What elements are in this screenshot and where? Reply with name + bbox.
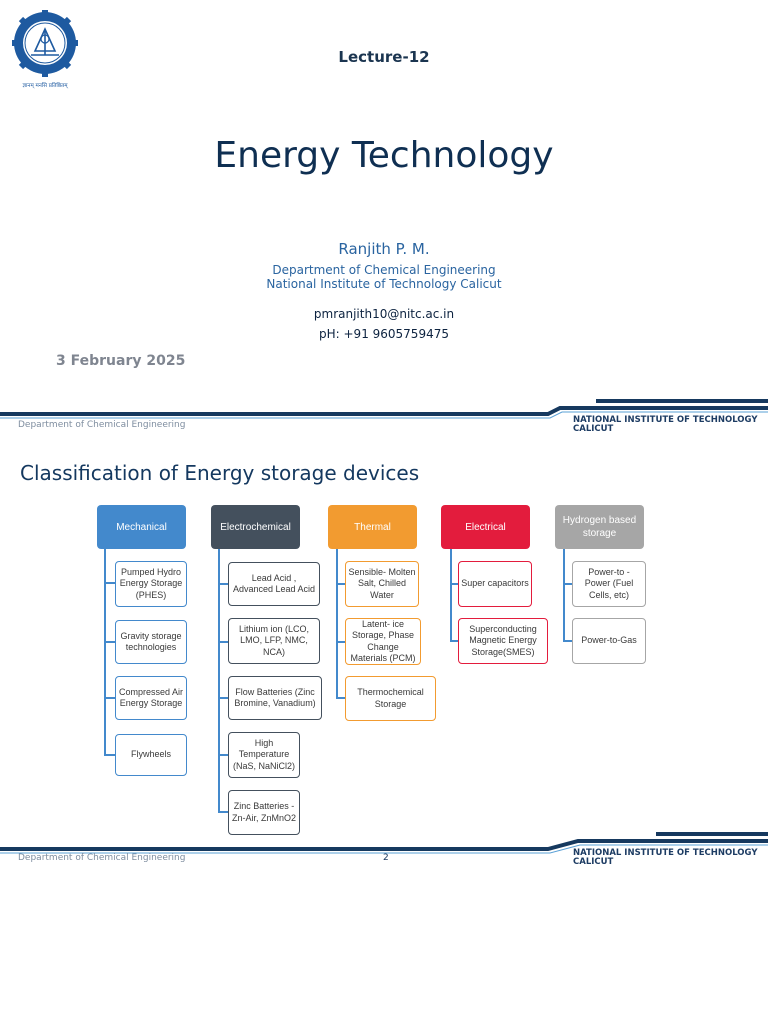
item-compressed-air: Compressed Air Energy Storage xyxy=(115,676,187,720)
lecture-number: Lecture-12 xyxy=(338,48,430,66)
course-title: Energy Technology xyxy=(214,135,554,176)
item-latent-storage: Latent- ice Storage, Phase Change Materi… xyxy=(345,618,421,665)
connector-line xyxy=(218,754,228,756)
category-hydrogen: Hydrogen based storage xyxy=(555,505,644,549)
footer-department: Department of Chemical Engineering xyxy=(18,853,186,863)
footer-swoosh-icon xyxy=(0,832,768,854)
slide-title: Classification of Energy storage devices xyxy=(20,461,420,485)
connector-line xyxy=(104,754,115,756)
item-phes: Pumped Hydro Energy Storage (PHES) xyxy=(115,561,187,607)
item-high-temperature: High Temperature (NaS, NaNiCl2) xyxy=(228,732,300,778)
item-sensible-storage: Sensible- Molten Salt, Chilled Water xyxy=(345,561,419,607)
connector-line xyxy=(218,583,228,585)
item-power-to-gas: Power-to-Gas xyxy=(572,618,646,664)
connector-line xyxy=(218,641,228,643)
item-flywheels: Flywheels xyxy=(115,734,187,776)
author-name: Ranjith P. M. xyxy=(338,240,430,258)
item-lead-acid: Lead Acid , Advanced Lead Acid xyxy=(228,562,320,606)
category-electrical: Electrical xyxy=(441,505,530,549)
author-institute: National Institute of Technology Calicut xyxy=(266,277,502,291)
footer-institute-line1: NATIONAL INSTITUTE OF TECHNOLOGY xyxy=(573,848,758,858)
item-super-capacitors: Super capacitors xyxy=(458,561,532,607)
svg-text:ज्ञानम् मनसि प्रतिष्ठितम्: ज्ञानम् मनसि प्रतिष्ठितम् xyxy=(22,82,68,89)
connector-line xyxy=(336,583,345,585)
footer-swoosh-icon xyxy=(0,399,768,419)
page-number: 2 xyxy=(383,853,389,863)
connector-line xyxy=(104,582,115,584)
connector-line xyxy=(563,583,572,585)
connector-line xyxy=(104,549,106,755)
item-smes: Superconducting Magnetic Energy Storage(… xyxy=(458,618,548,664)
item-lithium-ion: Lithium ion (LCO, LMO, LFP, NMC, NCA) xyxy=(228,618,320,664)
connector-line xyxy=(450,583,458,585)
item-thermochemical-storage: Thermochemical Storage xyxy=(345,676,436,721)
connector-line xyxy=(450,549,452,642)
connector-line xyxy=(450,640,458,642)
category-mechanical: Mechanical xyxy=(97,505,186,549)
footer-institute-line2: CALICUT xyxy=(573,424,614,434)
connector-line xyxy=(563,640,572,642)
connector-line xyxy=(336,697,345,699)
connector-line xyxy=(104,641,115,643)
footer-institute: NATIONAL INSTITUTE OF TECHNOLOGY CALICUT xyxy=(573,416,763,434)
footer-institute-line1: NATIONAL INSTITUTE OF TECHNOLOGY xyxy=(573,415,758,425)
footer-department: Department of Chemical Engineering xyxy=(18,420,186,430)
logo-emblem-icon: ज्ञानम् मनसि प्रतिष्ठितम् xyxy=(11,9,79,89)
footer-band-slide-2 xyxy=(0,832,768,862)
author-phone: pH: +91 9605759475 xyxy=(319,327,449,341)
nit-calicut-logo: ज्ञानम् मनसि प्रतिष्ठितम् xyxy=(11,9,79,90)
connector-line xyxy=(336,549,338,699)
connector-line xyxy=(563,549,565,642)
connector-line xyxy=(336,641,345,643)
author-department: Department of Chemical Engineering xyxy=(272,263,496,277)
item-flow-batteries: Flow Batteries (Zinc Bromine, Vanadium) xyxy=(228,676,322,720)
category-thermal: Thermal xyxy=(328,505,417,549)
connector-line xyxy=(104,697,115,699)
footer-band-slide-1 xyxy=(0,399,768,429)
item-zinc-batteries: Zinc Batteries - Zn-Air, ZnMnO2 xyxy=(228,790,300,835)
category-electrochemical: Electrochemical xyxy=(211,505,300,549)
author-email: pmranjith10@nitc.ac.in xyxy=(313,307,455,321)
footer-institute-line2: CALICUT xyxy=(573,857,614,867)
item-gravity-storage: Gravity storage technologies xyxy=(115,620,187,664)
lecture-date: 3 February 2025 xyxy=(56,353,186,369)
item-power-to-power: Power-to - Power (Fuel Cells, etc) xyxy=(572,561,646,607)
connector-line xyxy=(218,811,228,813)
connector-line xyxy=(218,549,220,813)
connector-line xyxy=(218,697,228,699)
footer-institute: NATIONAL INSTITUTE OF TECHNOLOGY CALICUT xyxy=(573,849,763,867)
